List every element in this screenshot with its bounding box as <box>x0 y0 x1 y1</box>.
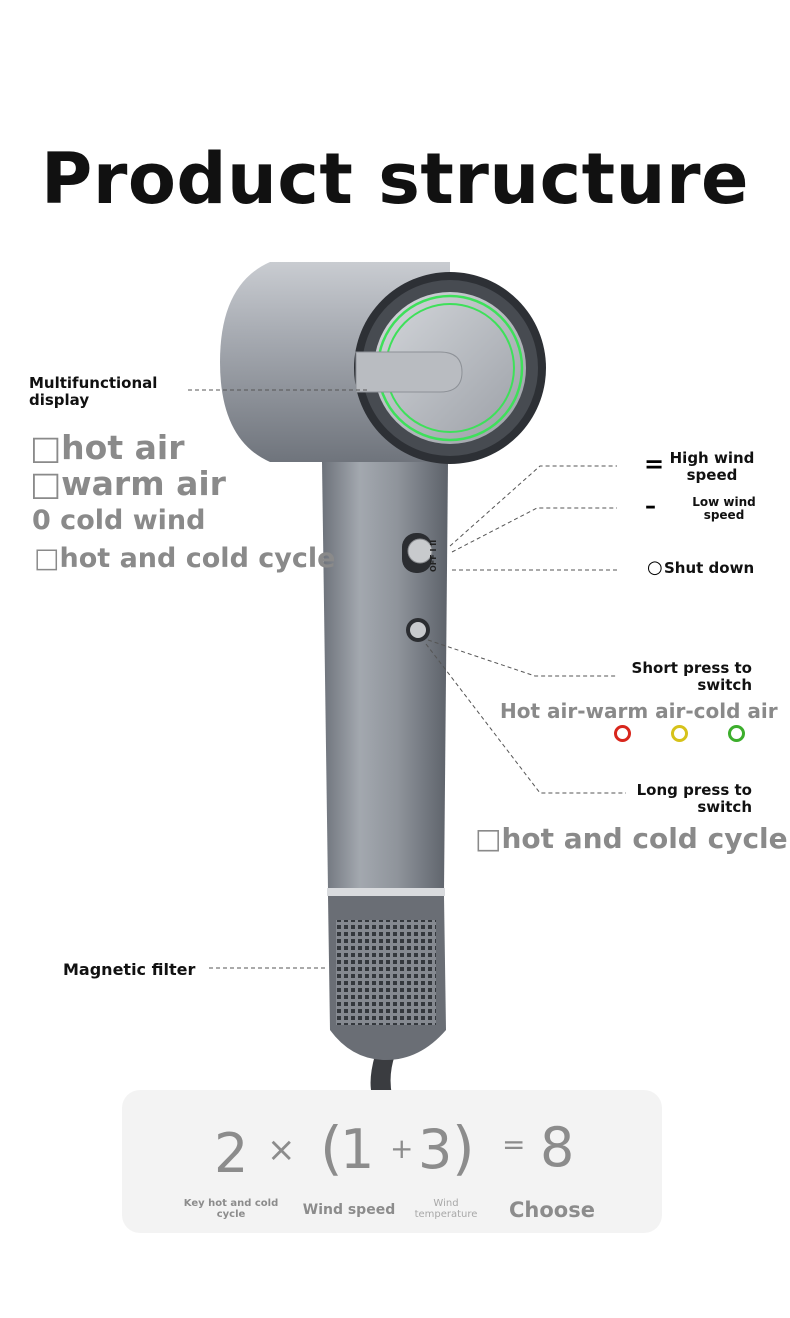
cold-indicator-icon <box>728 725 745 742</box>
formula-result: 8 <box>540 1116 575 1179</box>
label-magnetic-filter: Magnetic filter <box>63 960 196 979</box>
display-bar <box>355 351 463 393</box>
page-title: Product structure <box>41 138 749 220</box>
formula-equals: = <box>502 1128 526 1161</box>
caption-wind-speed: Wind speed <box>302 1202 396 1218</box>
hot-cold-cycle-mode: □hot and cold cycle <box>475 822 788 855</box>
label-short-press: Short press to switch <box>631 659 752 694</box>
label-long-press: Long press to switch <box>636 781 752 816</box>
warm-indicator-icon <box>671 725 688 742</box>
mode-hot-air: □hot air <box>30 428 185 467</box>
formula-lparen: ( <box>320 1114 343 1182</box>
hot-indicator-icon <box>614 725 631 742</box>
mode-cold-wind: 0 cold wind <box>32 505 206 536</box>
formula-rparen: ) <box>452 1114 475 1182</box>
combination-formula: 2 × ( 1 + 3 ) = 8 Key hot and cold cycle… <box>122 1090 662 1233</box>
mode-hot-cold-cycle: □hot and cold cycle <box>34 543 336 574</box>
temperature-sequence: Hot air-warm air-cold air <box>500 699 778 723</box>
formula-wind-speed: 1 <box>340 1118 375 1181</box>
caption-wind-temperature: Wind temperature <box>414 1198 478 1220</box>
caption-choose: Choose <box>509 1198 595 1222</box>
caption-key-cycle: Key hot and cold cycle <box>183 1198 279 1220</box>
off-symbol: ○ <box>647 557 663 578</box>
formula-key-count: 2 <box>214 1122 249 1185</box>
handle <box>322 462 448 890</box>
formula-times: × <box>267 1130 296 1170</box>
formula-plus: + <box>390 1132 414 1165</box>
label-multifunctional-display: Multifunctional display <box>29 374 158 409</box>
cord <box>370 1055 395 1095</box>
low-speed-symbol: – <box>645 494 656 519</box>
label-shut-down: Shut down <box>664 559 755 577</box>
high-speed-symbol: = <box>644 450 665 478</box>
leader-lines <box>188 389 626 969</box>
label-low-wind-speed: Low wind speed <box>692 495 756 522</box>
formula-wind-temperature: 3 <box>418 1118 453 1181</box>
mode-warm-air: □warm air <box>30 464 226 503</box>
label-high-wind-speed: High wind speed <box>669 449 755 484</box>
switch-marking: OFF I II <box>429 540 438 572</box>
